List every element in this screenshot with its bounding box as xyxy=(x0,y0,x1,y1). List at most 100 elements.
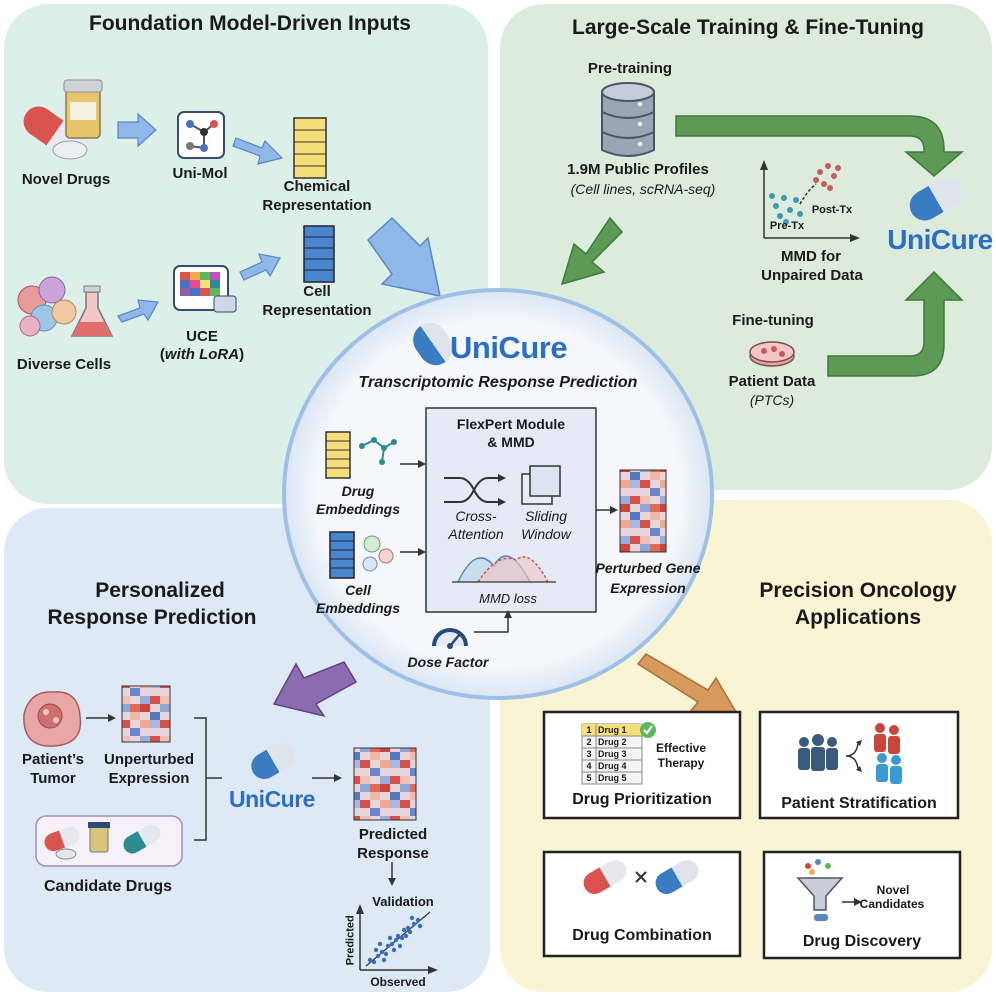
mmd-label-2: Unpaired Data xyxy=(761,267,863,284)
petri-dish-icon xyxy=(749,341,795,367)
sliding-window-label-1: Sliding xyxy=(524,508,568,524)
perturbed-heatmap xyxy=(619,469,667,553)
foundation-title: Foundation Model-Driven Inputs xyxy=(89,12,411,35)
arrow-uce-cell xyxy=(239,253,281,281)
training-title: Large-Scale Training & Fine-Tuning xyxy=(572,16,924,39)
finetuning-label: Fine-tuning xyxy=(732,312,814,329)
drug-list-item-2: Drug 2 xyxy=(598,737,627,747)
module-label-1: FlexPert Module xyxy=(456,416,566,432)
cross-attention-label-2: Attention xyxy=(448,526,504,542)
unperturbed-heatmap xyxy=(121,685,171,743)
drug-list-item-4: Drug 4 xyxy=(598,761,627,771)
drug-num-4: 4 xyxy=(586,761,592,771)
drug-num-1: 1 xyxy=(586,725,592,735)
profiles-label: 1.9M Public Profiles xyxy=(567,161,709,178)
drug-emb-label-1: Drug xyxy=(341,483,375,499)
pills-icon xyxy=(23,79,103,160)
drug-prioritization-label: Drug Prioritization xyxy=(572,791,712,808)
drug-combination-icon xyxy=(583,860,699,894)
patient-data-label: Patient Data xyxy=(728,373,816,390)
bracket-inputs xyxy=(194,717,207,841)
arrow-center-personalized xyxy=(272,661,358,718)
novel-candidates-label-2: Candidates xyxy=(859,897,925,911)
cell-rep-label-2: Representation xyxy=(262,302,372,319)
effective-label-1: Effective xyxy=(655,741,707,755)
arrow-unimol-chem xyxy=(232,137,284,165)
sliding-window-label-2: Window xyxy=(521,526,571,542)
pretraining-label: Pre-training xyxy=(587,60,673,77)
arrowhead xyxy=(610,506,618,514)
pre-tx-label: Pre-Tx xyxy=(769,220,805,232)
database-icon xyxy=(601,82,655,157)
patient-stratification-label: Patient Stratification xyxy=(781,795,937,812)
perturbed-label-2: Expression xyxy=(610,580,686,596)
arrow-center-oncology xyxy=(636,653,738,713)
oncology-title-1: Precision Oncology xyxy=(759,579,957,602)
oncology-title-2: Applications xyxy=(794,606,921,629)
cell-emb-label-2: Embeddings xyxy=(315,600,400,616)
validation-scatter-plot xyxy=(356,904,438,974)
unicure-logo-bl: UniCure xyxy=(229,786,315,812)
arrow-finetune-unicure xyxy=(827,270,964,377)
tumor-label-2: Tumor xyxy=(30,770,76,787)
cell-rep-label-1: Cell xyxy=(303,283,331,300)
drug-list-item-5: Drug 5 xyxy=(598,773,627,783)
unicure-logo-tr: UniCure xyxy=(887,224,993,255)
card-patient-stratification xyxy=(758,710,960,820)
small-cells-icon xyxy=(362,535,394,572)
arrow-dose-module xyxy=(474,616,509,633)
mmd-label-1: MMD for xyxy=(781,248,841,265)
profiles-sub-label: (Cell lines, scRNA-seq) xyxy=(570,181,716,197)
post-tx-label: Post-Tx xyxy=(811,204,853,216)
tumor-icon xyxy=(23,691,82,747)
sliding-window-icon xyxy=(521,465,561,505)
mmd-loss-curves-icon xyxy=(452,555,556,583)
drug-list-table xyxy=(581,723,643,785)
validation-label: Validation xyxy=(372,894,434,909)
axis-observed-label: Observed xyxy=(370,975,426,989)
module-label-2: & MMD xyxy=(487,434,535,450)
drug-emb-label-2: Embeddings xyxy=(315,501,400,517)
drug-discovery-label: Drug Discovery xyxy=(802,933,922,950)
tumor-label-1: Patient’s xyxy=(22,751,84,768)
arrow-drugs-unimol xyxy=(117,112,157,148)
chemical-representation-icon xyxy=(293,117,327,179)
unperturbed-label-2: Expression xyxy=(108,770,190,787)
center-subtitle: Transcriptomic Response Prediction xyxy=(358,374,638,391)
cell-embedding-icon xyxy=(329,531,355,579)
card-drug-discovery xyxy=(762,850,962,960)
cell-emb-label-1: Cell xyxy=(345,582,371,598)
arrowhead xyxy=(504,610,512,618)
arrowhead xyxy=(418,548,426,556)
mmd-scatter-icon xyxy=(760,160,860,242)
candidate-drugs-label: Candidate Drugs xyxy=(43,878,172,895)
drug-combination-label: Drug Combination xyxy=(572,927,712,944)
unimol-label: Uni-Mol xyxy=(172,165,228,182)
axis-predicted-label: Predicted xyxy=(344,915,357,966)
predicted-heatmap xyxy=(353,747,417,821)
arrow-pretrain-center xyxy=(560,216,624,286)
funnel-icon xyxy=(796,859,862,921)
unperturbed-label-1: Unperturbed xyxy=(104,751,194,768)
patient-group-icon xyxy=(798,723,902,784)
checkmark-icon xyxy=(640,722,656,738)
arrow-pretrain-unicure xyxy=(675,115,965,177)
predicted-label-2: Response xyxy=(357,845,429,862)
drug-embedding-icon xyxy=(325,431,351,479)
arrowhead xyxy=(388,878,396,886)
perturbed-label-1: Perturbed Gene xyxy=(595,560,701,576)
chem-rep-label-1: Chemical xyxy=(283,178,351,195)
uce-icon xyxy=(173,265,237,313)
arrowhead xyxy=(108,714,116,722)
cross-attention-label-1: Cross- xyxy=(455,508,497,524)
novel-drugs-label: Novel Drugs xyxy=(21,171,111,188)
uce-with-lora-label: (with LoRA) xyxy=(159,346,245,363)
uce-label: UCE xyxy=(186,328,218,345)
molecule-icon xyxy=(359,437,397,465)
personalized-title-1: Personalized xyxy=(95,579,225,602)
unicure-logo-capsule-bl xyxy=(251,743,295,779)
arrow-foundation-center xyxy=(367,216,441,297)
chem-rep-label-2: Representation xyxy=(262,197,372,214)
